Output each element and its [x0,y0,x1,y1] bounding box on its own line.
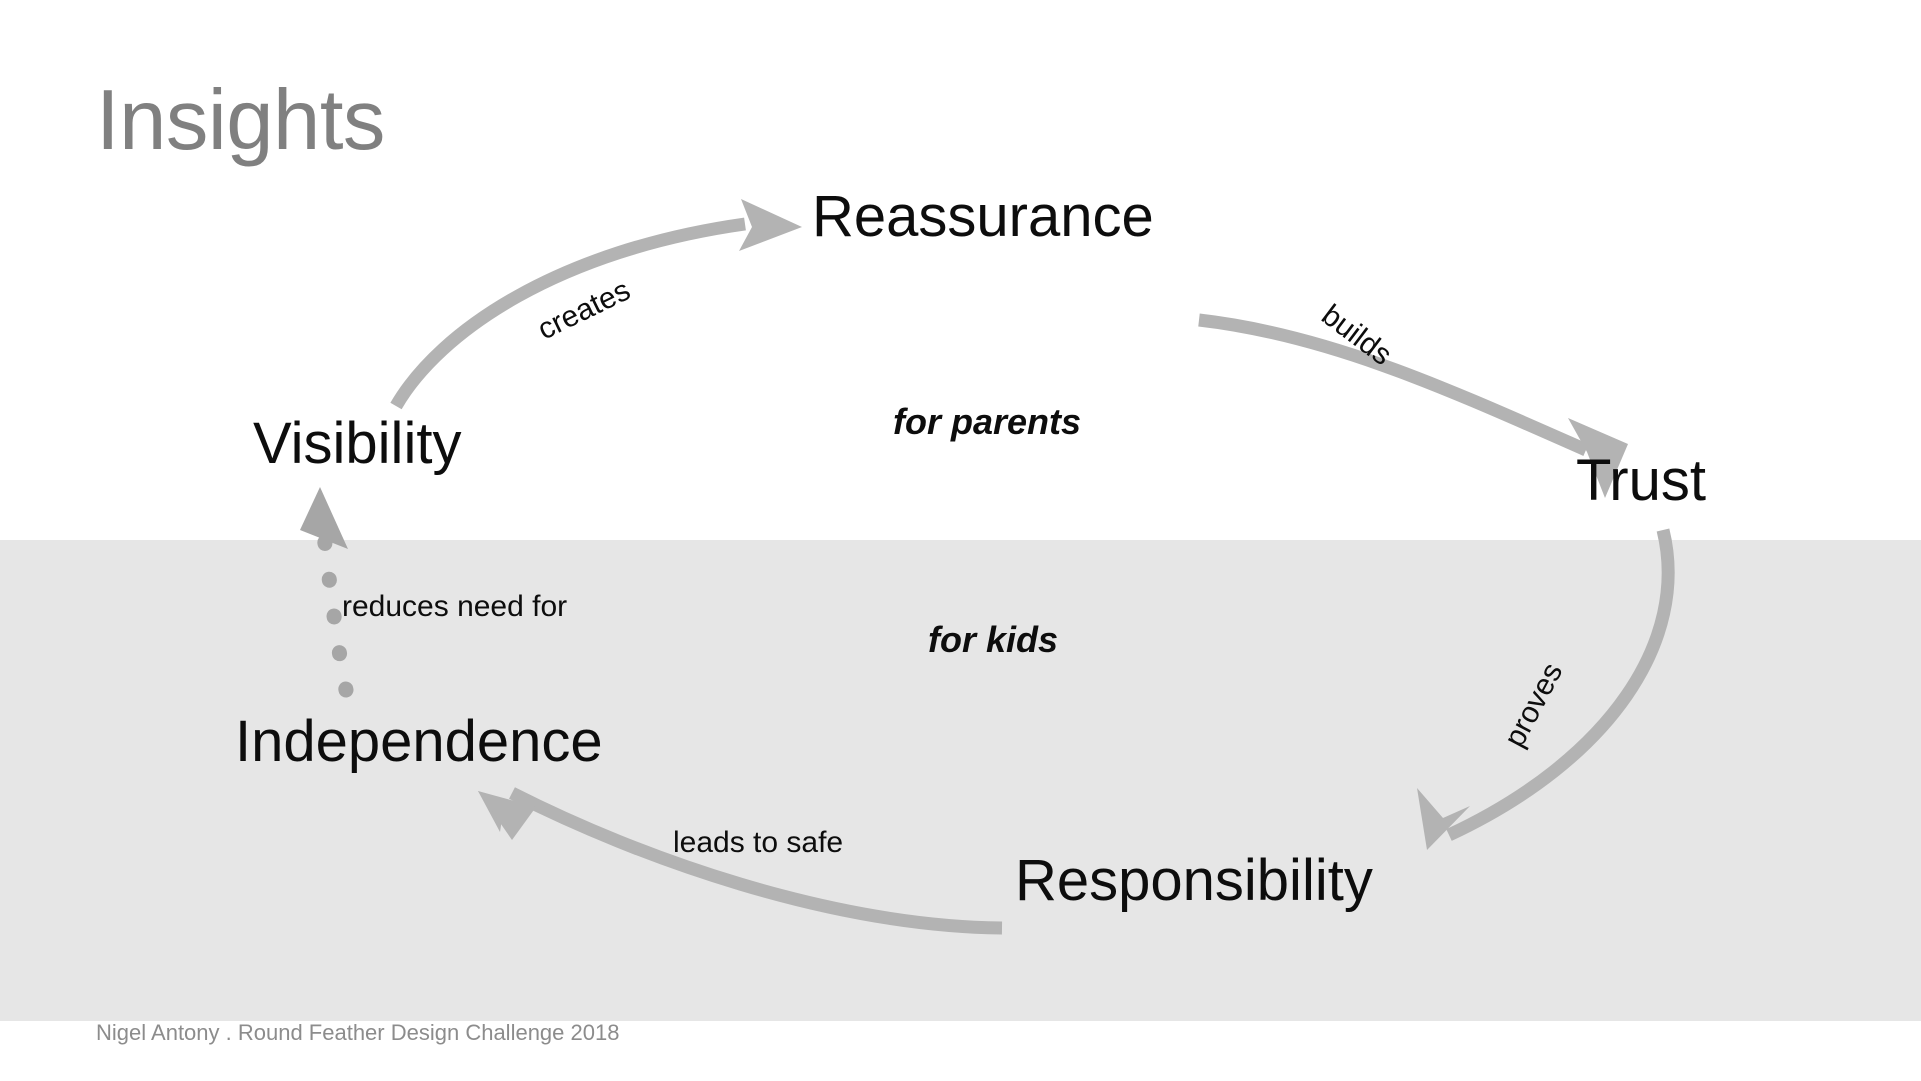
group-label-for-kids: for kids [928,619,1059,660]
edge-label-leads-to-safe: leads to safe [673,826,844,859]
page-title: Insights [96,73,385,168]
group-label-for-parents: for parents [893,401,1082,442]
node-responsibility: Responsibility [1015,848,1373,913]
edge-arrow-builds [1198,313,1628,498]
footer-credit: Nigel Antony . Round Feather Design Chal… [96,1020,620,1045]
node-trust: Trust [1576,448,1706,513]
background-band-lower [0,540,1921,1021]
edge-label-creates: creates [532,273,636,347]
node-reassurance: Reassurance [812,184,1154,249]
node-independence: Independence [235,709,603,774]
node-visibility: Visibility [253,411,462,476]
edge-label-reduces-need-for: reduces need for [342,590,568,623]
edge-label-builds: builds [1315,298,1398,372]
